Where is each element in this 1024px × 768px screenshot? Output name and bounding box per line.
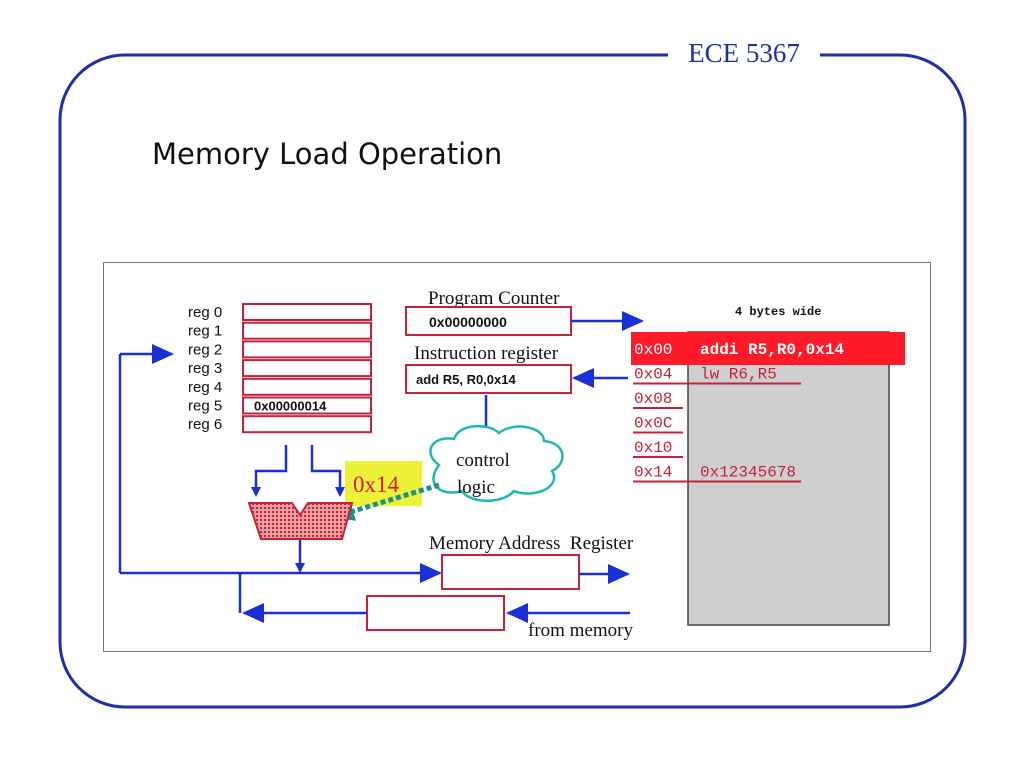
register-cell xyxy=(242,340,372,359)
memory-content: lw R6,R5 xyxy=(700,366,777,384)
register-cell xyxy=(242,303,372,321)
register-cell xyxy=(242,415,372,434)
memory-width-label: 4 bytes wide xyxy=(735,305,821,319)
control-to-alu-arrow xyxy=(332,482,440,521)
register-cell xyxy=(242,321,372,340)
alu xyxy=(247,502,354,540)
memory-address: 0x14 xyxy=(634,464,672,482)
register-label: reg 6 xyxy=(188,416,222,433)
memory-address: 0x00 xyxy=(634,341,672,359)
memory-address: 0x0C xyxy=(634,415,672,433)
course-label: ECE 5367 xyxy=(668,36,820,70)
register-label: reg 3 xyxy=(188,360,222,377)
immediate-value: 0x14 xyxy=(353,472,400,497)
memory-content: 0x12345678 xyxy=(700,464,796,482)
register-label: reg 0 xyxy=(188,304,222,321)
register-label: reg 4 xyxy=(188,379,222,396)
slide-border xyxy=(58,53,967,709)
memory-rows: 0x00 addi R5,R0,0x14 0x04 lw R6,R5 0x08 0x0C 0… xyxy=(633,341,844,483)
mdr-box xyxy=(366,595,505,631)
mar-box xyxy=(441,554,580,590)
register-to-alu-wires xyxy=(251,445,345,497)
memory-address: 0x10 xyxy=(634,439,672,457)
memory-block xyxy=(687,331,890,626)
memory-content: addi R5,R0,0x14 xyxy=(700,341,844,359)
register-cell xyxy=(242,377,372,396)
pc-box xyxy=(405,306,572,336)
immediate-badge xyxy=(345,461,422,506)
control-logic-line1: control xyxy=(456,450,510,471)
ir-value: add R5, R0,0x14 xyxy=(416,372,516,387)
from-memory-label: from memory xyxy=(528,620,634,641)
register-value: 0x00000014 xyxy=(254,399,327,414)
pc-value: 0x00000000 xyxy=(429,314,507,330)
control-logic-line2: logic xyxy=(457,477,495,498)
memory-highlight-row xyxy=(631,332,905,365)
ir-label: Instruction register xyxy=(414,343,559,364)
register-label: reg 5 xyxy=(188,398,222,415)
pc-label: Program Counter xyxy=(428,288,560,309)
ir-box xyxy=(405,364,572,394)
register-cell xyxy=(242,359,372,378)
memory-address: 0x04 xyxy=(634,366,672,384)
register-label: reg 1 xyxy=(188,323,222,340)
register-label: reg 2 xyxy=(188,341,222,358)
memory-address: 0x08 xyxy=(634,390,672,408)
register-cell xyxy=(242,396,372,415)
control-logic-cloud xyxy=(429,425,564,502)
mar-label: Memory Address Register xyxy=(429,533,634,554)
slide-title: Memory Load Operation xyxy=(152,137,503,171)
